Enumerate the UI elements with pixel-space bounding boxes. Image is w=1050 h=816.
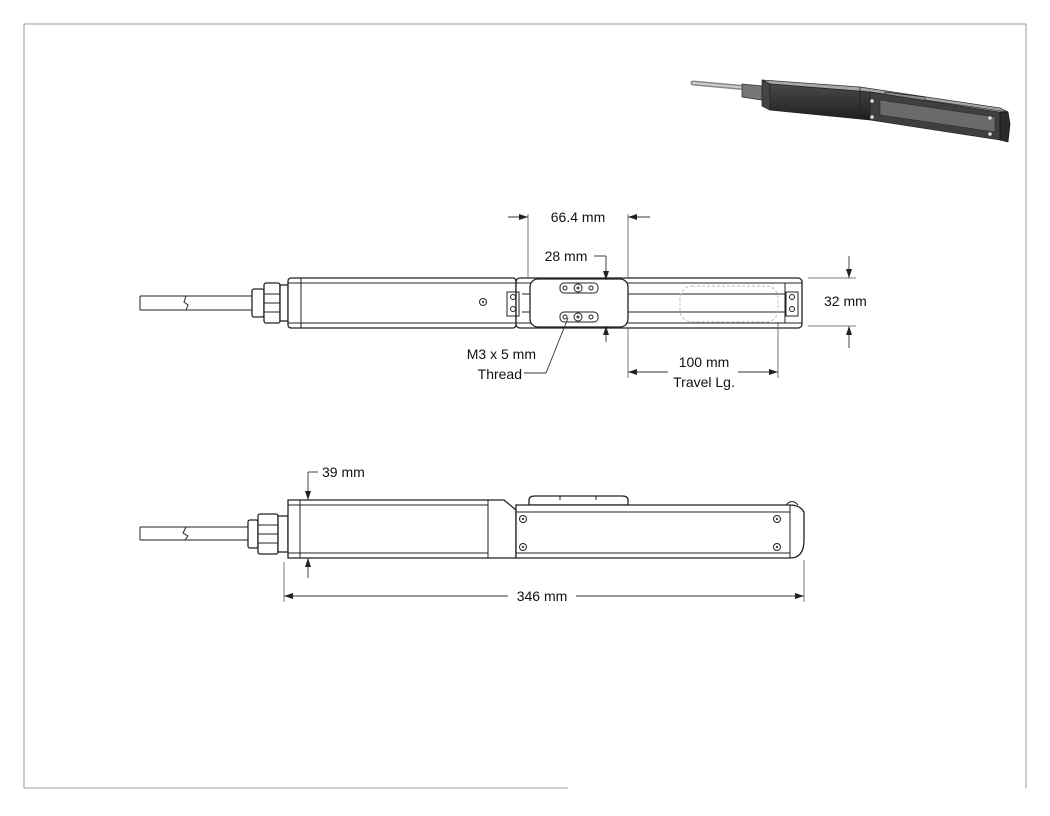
dim-rail-height-label: 32 mm [824, 293, 867, 309]
dim-rail-height: 32 mm [808, 256, 867, 348]
side-view: 39 mm 346 mm [139, 464, 805, 604]
cable-top [139, 295, 252, 311]
callout-thread-size: M3 x 5 mm [467, 346, 536, 362]
motor-housing-top [287, 277, 517, 329]
cable-side [139, 526, 248, 541]
cable-gland-top [251, 282, 289, 324]
dim-overall-length-label: 346 mm [517, 588, 568, 604]
slide-carriage-top [529, 278, 629, 328]
dim-slider-span-label: 66.4 mm [551, 209, 605, 225]
callout-thread-note: Thread [478, 366, 522, 382]
dim-travel-label: 100 mm [679, 354, 730, 370]
dim-slider-width: 28 mm [545, 248, 609, 342]
motor-housing-side [287, 499, 517, 559]
top-view: 66.4 mm 28 mm 32 mm M3 x 5 mm Thread [139, 209, 867, 390]
dim-body-height-label: 39 mm [322, 464, 365, 480]
slide-carriage-side [528, 495, 629, 506]
rail-side [515, 501, 805, 559]
callout-thread: M3 x 5 mm Thread [467, 317, 569, 382]
dim-overall-length: 346 mm [283, 560, 805, 604]
cable-gland-side [247, 513, 289, 555]
dim-slider-width-label: 28 mm [545, 248, 588, 264]
linear-actuator-isometric-icon [690, 79, 1011, 143]
dim-slider-span: 66.4 mm [508, 209, 650, 278]
sheet-border [23, 23, 1027, 789]
dim-body-height: 39 mm [305, 464, 365, 578]
dim-travel-note: Travel Lg. [673, 374, 735, 390]
dim-travel: 100 mm Travel Lg. [627, 322, 779, 390]
